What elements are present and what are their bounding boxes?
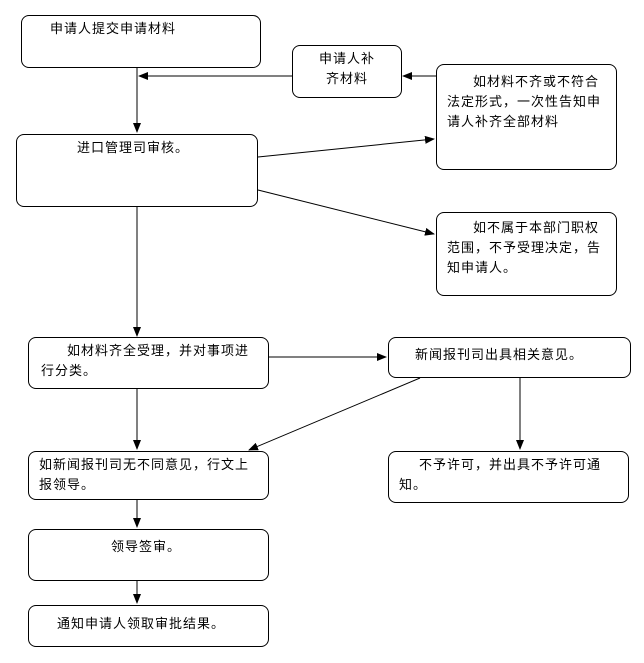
node-text: 申请人提交申请材料 (50, 22, 177, 37)
node-no-objection: 如新闻报刊司无不同意见，行文上报领导。 (28, 451, 269, 500)
arrow-review-to-outofscope (257, 189, 435, 236)
node-text: 如不属于本部门职权范围，不予受理决定，告知申请人。 (447, 221, 602, 276)
node-text: 如材料不齐或不符合法定形式，一次性告知申请人补齐全部材料 (447, 75, 602, 130)
node-incomplete-materials: 如材料不齐或不符合法定形式，一次性告知申请人补齐全部材料 (436, 64, 617, 170)
node-text: 领导签审。 (111, 540, 182, 555)
node-submit-application: 申请人提交申请材料 (21, 15, 261, 68)
node-text: 申请人补 齐材料 (318, 52, 375, 87)
node-text: 不予许可，并出具不予许可通知。 (399, 458, 602, 493)
node-notify-result: 通知申请人领取审批结果。 (28, 605, 269, 647)
node-text: 如材料齐全受理，并对事项进行分类。 (41, 344, 250, 379)
node-text: 通知申请人领取审批结果。 (57, 617, 226, 632)
node-review: 进口管理司审核。 (16, 134, 258, 207)
node-accept-classify: 如材料齐全受理，并对事项进行分类。 (28, 337, 269, 389)
node-press-opinion: 新闻报刊司出具相关意见。 (388, 337, 631, 378)
node-text: 进口管理司审核。 (77, 141, 190, 156)
node-text: 新闻报刊司出具相关意见。 (415, 348, 584, 363)
node-out-of-scope: 如不属于本部门职权范围，不予受理决定，告知申请人。 (436, 212, 617, 296)
arrow-press-to-noobjection (248, 377, 421, 451)
node-text: 如新闻报刊司无不同意见，行文上报领导。 (39, 458, 250, 493)
node-not-permitted: 不予许可，并出具不予许可通知。 (388, 451, 629, 503)
arrow-review-to-incomplete (257, 135, 435, 158)
node-leader-sign: 领导签审。 (28, 529, 269, 581)
node-supplement-materials: 申请人补 齐材料 (292, 45, 402, 98)
